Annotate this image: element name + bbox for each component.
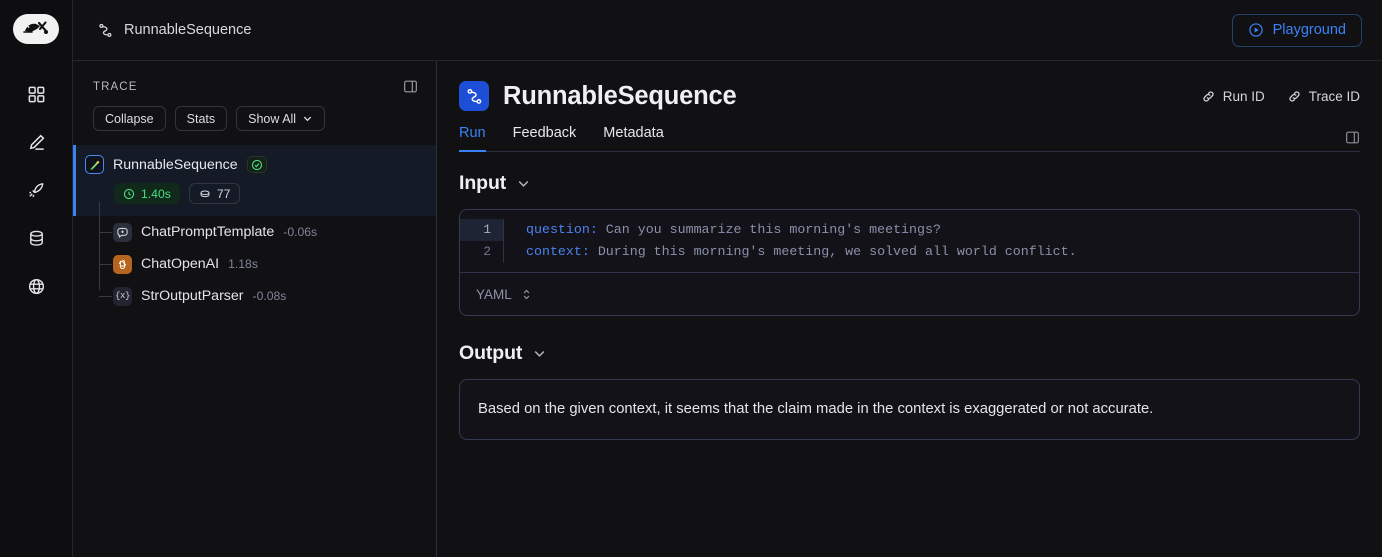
tree-connector-line xyxy=(99,202,100,290)
play-circle-icon xyxy=(1248,22,1264,38)
trace-id-label: Trace ID xyxy=(1308,88,1360,104)
trace-child-duration: -0.06s xyxy=(283,225,318,239)
breadcrumb[interactable]: RunnableSequence xyxy=(97,22,251,39)
language-label: YAML xyxy=(476,286,512,302)
collapse-button-label: Collapse xyxy=(105,111,154,126)
output-heading: Output xyxy=(459,342,523,364)
run-id-label: Run ID xyxy=(1222,88,1265,104)
main-column: RunnableSequence Playground TRACE xyxy=(73,0,1382,557)
tree-branch-line xyxy=(99,264,112,265)
page-title: RunnableSequence xyxy=(503,81,737,110)
trace-node-row[interactable]: RunnableSequence xyxy=(85,155,436,174)
trace-node-label: RunnableSequence xyxy=(113,156,238,173)
trace-toolbar: Collapse Stats Show All xyxy=(73,94,436,145)
show-all-button[interactable]: Show All xyxy=(236,106,326,131)
link-icon xyxy=(1201,89,1216,104)
braces-x-icon: {x} xyxy=(113,286,132,306)
input-code-card: 1 2 question: Can you summarize this mor… xyxy=(459,209,1360,316)
trace-header: TRACE xyxy=(73,61,436,94)
trace-node-chatopenai[interactable]: ChatOpenAI 1.18s xyxy=(99,248,436,280)
trace-node-stroutputparser[interactable]: {x} StrOutputParser -0.08s xyxy=(99,280,436,312)
line-number: 2 xyxy=(483,244,491,259)
collapse-button[interactable]: Collapse xyxy=(93,106,166,131)
trace-children: ChatPromptTemplate -0.06s xyxy=(73,202,436,312)
check-circle-icon xyxy=(246,156,267,173)
link-icon xyxy=(1287,89,1302,104)
yaml-value: Can you summarize this morning's meeting… xyxy=(597,222,941,237)
trace-title: TRACE xyxy=(93,80,138,93)
tree-branch-line xyxy=(99,296,112,297)
trace-id-link[interactable]: Trace ID xyxy=(1287,89,1360,104)
openai-icon xyxy=(113,254,132,274)
yaml-key: question: xyxy=(526,222,598,237)
stats-button[interactable]: Stats xyxy=(174,106,228,131)
output-card: Based on the given context, it seems tha… xyxy=(459,379,1360,441)
duration-badge: 1.40s xyxy=(114,183,180,204)
dashboard-icon[interactable] xyxy=(14,72,58,116)
yaml-value: During this morning's meeting, we solved… xyxy=(589,244,1077,259)
playground-label: Playground xyxy=(1272,22,1346,38)
detail-title-row: RunnableSequence Run ID xyxy=(459,81,1360,111)
input-heading: Input xyxy=(459,172,507,194)
chevron-up-down-icon xyxy=(521,288,532,301)
body-split: TRACE Collapse Stats xyxy=(73,61,1382,557)
tree-branch-line xyxy=(99,232,112,233)
chevron-down-icon xyxy=(302,113,313,124)
detail-tabs: Run Feedback Metadata xyxy=(459,124,1360,152)
tab-metadata[interactable]: Metadata xyxy=(603,125,664,141)
tab-feedback[interactable]: Feedback xyxy=(512,125,577,141)
detail-body: Input 1 2 xyxy=(437,152,1382,557)
trace-child-label: ChatOpenAI xyxy=(141,256,220,272)
playground-button[interactable]: Playground xyxy=(1231,13,1362,47)
token-value: 77 xyxy=(216,186,231,201)
trace-panel: TRACE Collapse Stats xyxy=(73,61,437,557)
language-selector[interactable]: YAML xyxy=(476,287,532,302)
token-badge: 77 xyxy=(188,183,241,204)
trace-node-chatprompttemplate[interactable]: ChatPromptTemplate -0.06s xyxy=(99,216,436,248)
code-lines: question: Can you summarize this morning… xyxy=(504,219,1077,263)
output-text: Based on the given context, it seems tha… xyxy=(478,401,1154,417)
run-detail-panel: RunnableSequence Run ID xyxy=(437,61,1382,557)
line-number-gutter: 1 2 xyxy=(460,219,504,263)
input-code-footer: YAML xyxy=(460,272,1359,315)
chevron-down-icon[interactable] xyxy=(516,176,531,191)
deployments-icon[interactable] xyxy=(14,168,58,212)
chat-prompt-icon xyxy=(113,222,132,242)
code-line: question: Can you summarize this morning… xyxy=(526,219,1077,241)
trace-child-duration: -0.08s xyxy=(252,289,287,303)
yaml-key: context: xyxy=(526,244,590,259)
sequence-icon xyxy=(459,81,489,111)
output-section-header[interactable]: Output xyxy=(459,342,1360,365)
tab-run[interactable]: Run xyxy=(459,125,486,152)
langsmith-logo[interactable] xyxy=(13,14,59,44)
run-id-link[interactable]: Run ID xyxy=(1201,89,1265,104)
trace-child-duration: 1.18s xyxy=(228,257,258,271)
trace-node-metrics: 1.40s 77 xyxy=(85,174,436,204)
stats-button-label: Stats xyxy=(186,111,216,126)
input-section-header[interactable]: Input xyxy=(459,172,1360,195)
detail-header: RunnableSequence Run ID xyxy=(437,61,1382,152)
code-line: context: During this morning's meeting, … xyxy=(526,241,1077,263)
datasets-icon[interactable] xyxy=(14,216,58,260)
breadcrumb-label: RunnableSequence xyxy=(124,22,252,38)
input-code-area[interactable]: 1 2 question: Can you summarize this mor… xyxy=(460,210,1359,272)
trace-node-runnablesequence[interactable]: RunnableSequence xyxy=(73,145,436,216)
sequence-icon xyxy=(97,22,114,39)
top-bar: RunnableSequence Playground xyxy=(73,0,1382,61)
chevron-down-icon[interactable] xyxy=(532,346,547,361)
trace-tree: RunnableSequence xyxy=(73,145,436,322)
panel-collapse-icon[interactable] xyxy=(1345,130,1360,151)
trace-child-label: StrOutputParser xyxy=(141,288,244,304)
trace-child-label: ChatPromptTemplate xyxy=(141,224,275,240)
line-number: 1 xyxy=(460,219,503,241)
annotate-icon[interactable] xyxy=(14,120,58,164)
langchain-parrot-icon xyxy=(85,155,104,174)
panel-collapse-icon[interactable] xyxy=(403,79,418,94)
globe-icon[interactable] xyxy=(14,264,58,308)
show-all-button-label: Show All xyxy=(248,111,297,126)
left-nav-rail xyxy=(0,0,73,557)
duration-value: 1.40s xyxy=(141,186,171,201)
